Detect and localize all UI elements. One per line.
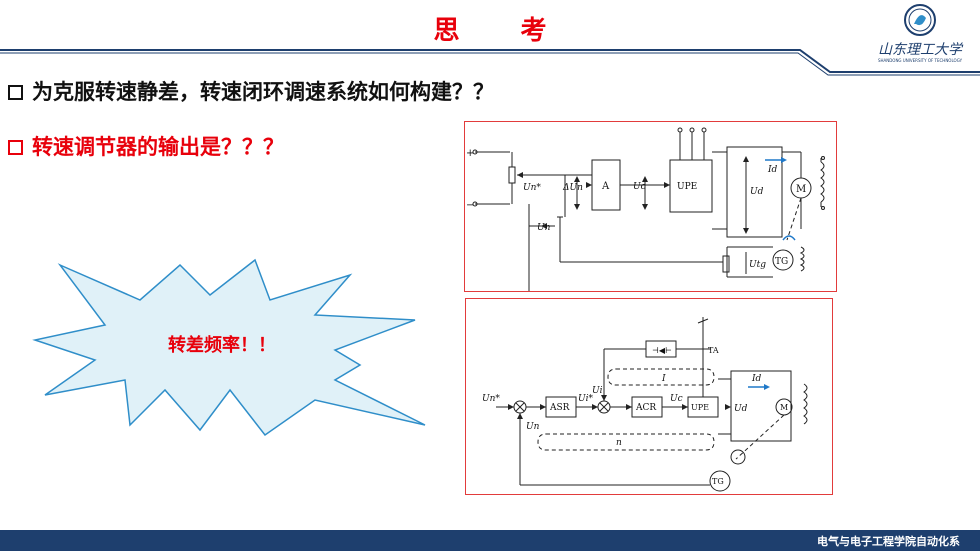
block-acr: ACR: [635, 403, 656, 413]
label-delta-un: ΔUn: [562, 183, 583, 193]
block-upe: UPE: [677, 182, 697, 192]
question-1-text: 为克服转速静差，转速闭环调速系统如何构建？？: [32, 80, 494, 104]
block-upe: UPE: [691, 403, 709, 412]
footer-text: 电气与电子工程学院自动化系: [817, 535, 960, 548]
callout-text: 转差频率！！: [168, 335, 276, 356]
block-asr: ASR: [549, 403, 570, 413]
speed-closed-loop-diagram: + − A UPE M TG Un* ΔUn Un Uc Ud Id Utg: [464, 121, 837, 292]
label-un-star: Un*: [482, 394, 500, 404]
label-ud: Ud: [734, 404, 748, 414]
label-loop-n: n: [616, 438, 622, 448]
label-utg: Utg: [749, 260, 766, 270]
plus-terminal: +: [466, 148, 474, 159]
label-ui: Ui: [592, 386, 603, 396]
label-ta: TA: [708, 346, 719, 355]
checkbox-bullet-icon: [8, 140, 23, 155]
block-a: A: [601, 181, 610, 192]
minus-terminal: −: [466, 200, 474, 211]
label-id: Id: [751, 374, 762, 384]
double-closed-loop-diagram: ⊣◀⊢ ASR ACR UPE M TG TA Un* Ui* Ui Uc Ud…: [465, 298, 833, 495]
label-ui-star: Ui*: [578, 394, 593, 404]
tach-label: TG: [712, 477, 724, 486]
slide-title: 思 考: [433, 16, 573, 46]
label-un-star: Un*: [523, 183, 541, 193]
label-id: Id: [767, 165, 778, 175]
motor-label: M: [796, 184, 806, 195]
label-loop-i: I: [661, 374, 666, 384]
label-ud: Ud: [750, 187, 764, 197]
question-1: 为克服转速静差，转速闭环调速系统如何构建？？: [8, 76, 494, 106]
question-2: 转速调节器的输出是？？？: [8, 131, 284, 161]
motor-label: M: [780, 403, 788, 412]
label-uc: Uc: [670, 394, 683, 404]
footer-bar: 电气与电子工程学院自动化系: [0, 530, 980, 551]
label-un: Un: [526, 422, 540, 432]
university-logo: 山东理工大学 SHANDONG UNIVERSITY OF TECHNOLOGY: [870, 2, 975, 64]
label-uc: Uc: [633, 182, 646, 192]
diode-icon: ⊣◀⊢: [652, 346, 672, 355]
header-line: [0, 49, 980, 76]
logo-subtext: SHANDONG UNIVERSITY OF TECHNOLOGY: [878, 58, 963, 63]
starburst-shape: [32, 258, 426, 437]
question-2-text: 转速调节器的输出是？？？: [32, 135, 284, 159]
logo-text: 山东理工大学: [878, 42, 964, 58]
tach-label: TG: [775, 257, 788, 267]
checkbox-bullet-icon: [8, 85, 23, 100]
label-un: Un: [537, 223, 551, 233]
